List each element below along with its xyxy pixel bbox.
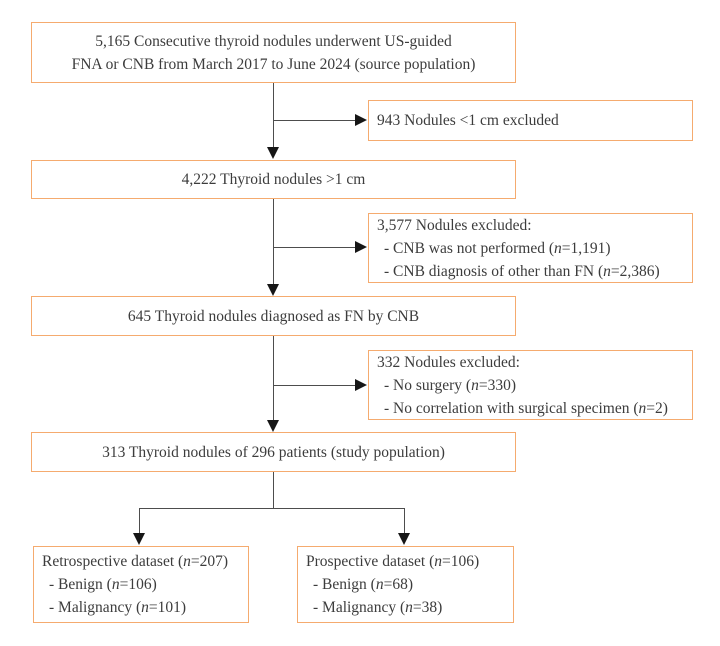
- arrowhead-down-icon: [267, 420, 279, 432]
- connector-to-excluded-cnb: [273, 247, 355, 248]
- branch-left-line: [139, 508, 140, 533]
- arrowhead-down-icon: [267, 147, 279, 159]
- box-retrospective-dataset: Retrospective dataset (n=207) - Benign (…: [33, 546, 249, 623]
- box-text-line: - CNB was not performed (n=1,191): [384, 239, 611, 257]
- arrowhead-down-icon: [267, 284, 279, 296]
- box-text-line: FNA or CNB from March 2017 to June 2024 …: [71, 55, 476, 73]
- branch-horizontal-line: [139, 508, 405, 509]
- box-nodules-excluded-no-surgery: 332 Nodules excluded: - No surgery (n=33…: [368, 350, 693, 420]
- arrowhead-right-icon: [355, 114, 367, 126]
- arrowhead-right-icon: [355, 379, 367, 391]
- box-text-line: Retrospective dataset (n=207): [42, 553, 229, 570]
- box-text-line: - Benign (n=106): [49, 576, 157, 593]
- box-text-line: - CNB diagnosis of other than FN (n=2,38…: [384, 262, 660, 280]
- box-prospective-dataset: Prospective dataset (n=106) - Benign (n=…: [297, 546, 514, 623]
- box-study-population: 313 Thyroid nodules of 296 patients (stu…: [31, 432, 516, 472]
- connector-fn-to-study: [273, 336, 274, 420]
- connector-source-to-gt1cm: [273, 83, 274, 147]
- connector-to-excluded-surgery: [273, 385, 355, 386]
- box-fn-by-cnb: 645 Thyroid nodules diagnosed as FN by C…: [31, 296, 516, 336]
- box-text-line: - Malignancy (n=38): [313, 599, 443, 616]
- box-text-line: 943 Nodules <1 cm excluded: [377, 112, 559, 129]
- box-text-line: 645 Thyroid nodules diagnosed as FN by C…: [127, 307, 420, 325]
- box-text-line: - No surgery (n=330): [384, 376, 517, 394]
- box-text-line: 332 Nodules excluded:: [377, 353, 520, 371]
- connector-gt1cm-to-fn: [273, 199, 274, 284]
- box-nodules-gt-1cm: 4,222 Thyroid nodules >1 cm: [31, 160, 516, 199]
- box-text-line: - Benign (n=68): [313, 576, 414, 593]
- box-nodules-excluded-size: 943 Nodules <1 cm excluded: [368, 100, 693, 141]
- connector-to-excluded-size: [273, 120, 355, 121]
- box-text-line: - No correlation with surgical specimen …: [384, 399, 668, 417]
- box-text-line: 5,165 Consecutive thyroid nodules underw…: [95, 32, 452, 50]
- box-text-line: 4,222 Thyroid nodules >1 cm: [181, 171, 366, 188]
- box-text-line: Prospective dataset (n=106): [306, 553, 480, 570]
- arrowhead-down-icon: [133, 533, 145, 545]
- connector-study-to-branch: [273, 472, 274, 508]
- branch-right-line: [404, 508, 405, 533]
- box-text-line: 313 Thyroid nodules of 296 patients (stu…: [102, 443, 445, 461]
- box-source-population: 5,165 Consecutive thyroid nodules underw…: [31, 22, 516, 83]
- arrowhead-down-icon: [398, 533, 410, 545]
- box-text-line: - Malignancy (n=101): [49, 599, 187, 616]
- box-text-line: 3,577 Nodules excluded:: [377, 216, 532, 234]
- box-nodules-excluded-no-cnb: 3,577 Nodules excluded: - CNB was not pe…: [368, 213, 693, 283]
- arrowhead-right-icon: [355, 241, 367, 253]
